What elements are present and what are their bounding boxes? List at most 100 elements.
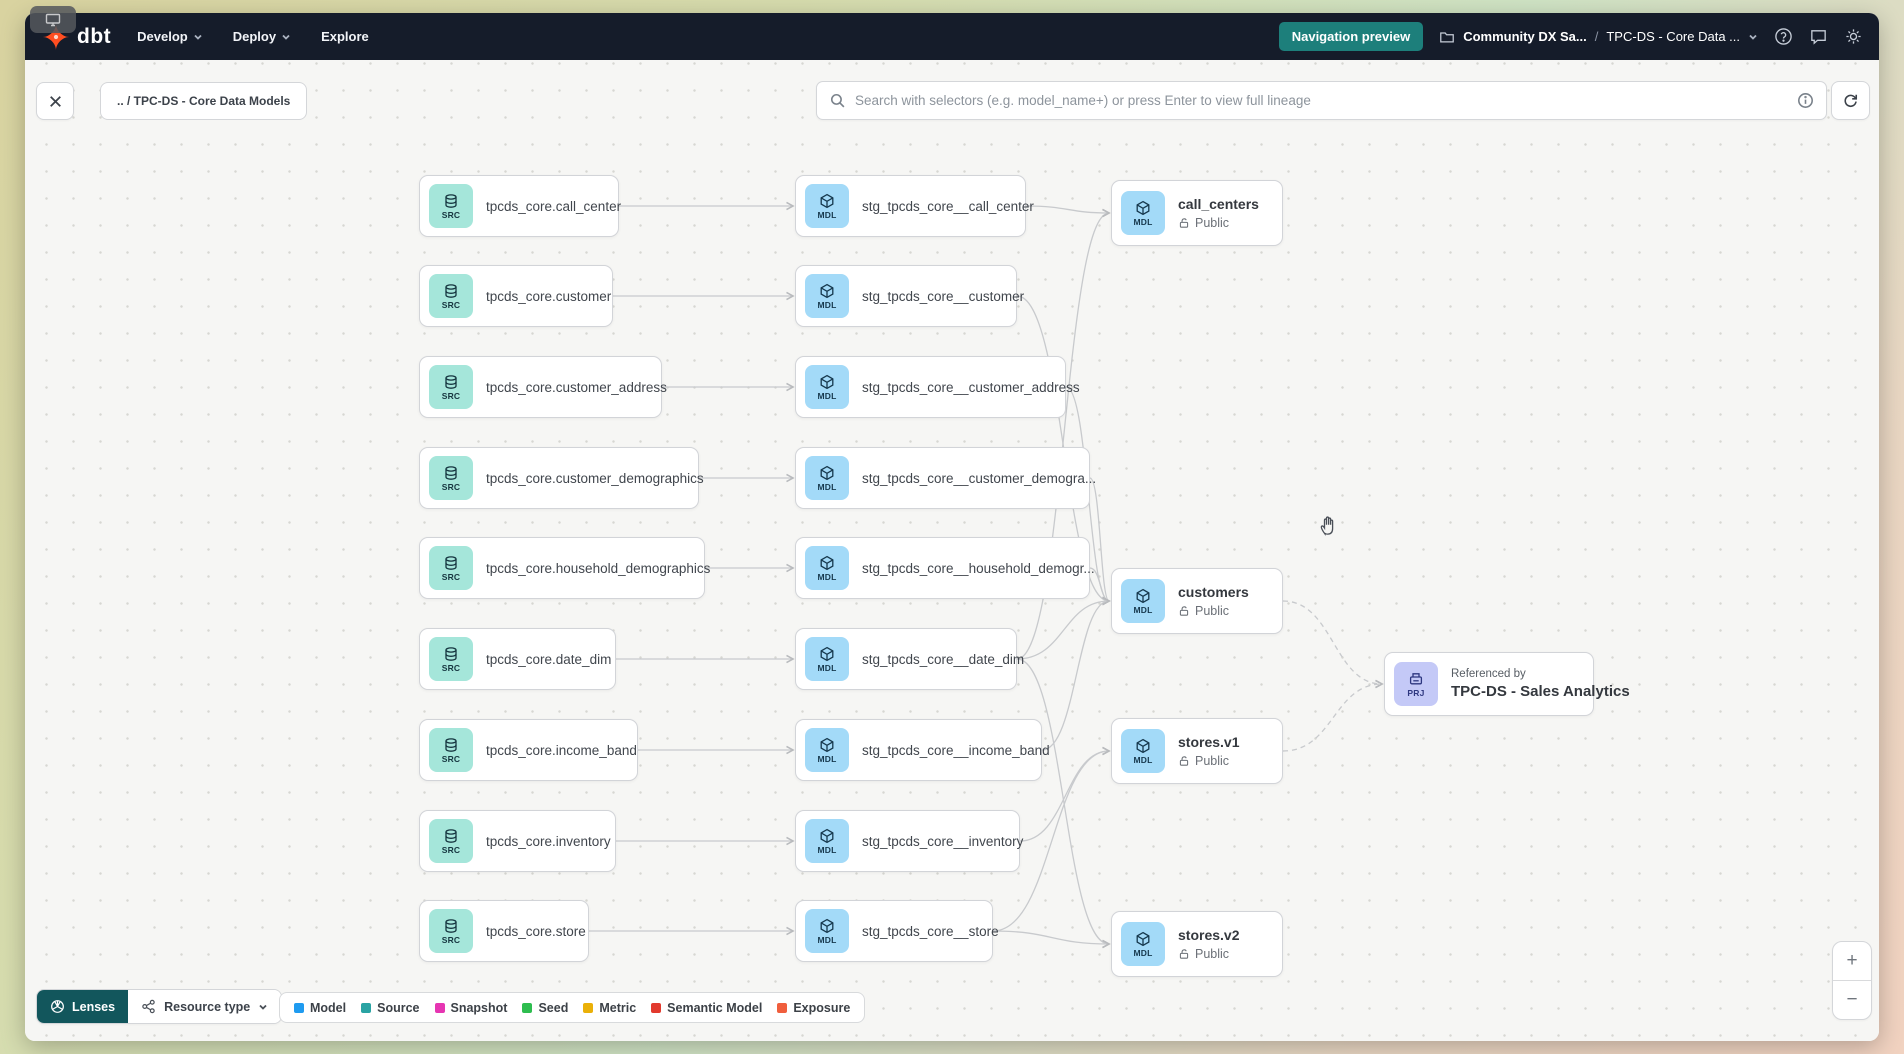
node-label: stores.v2 [1178,927,1240,943]
zoom-out-button[interactable]: − [1846,989,1858,1010]
database-icon [445,374,457,389]
breadcrumb-project[interactable]: Community DX Sa... [1463,29,1587,44]
node-type-tile: MDL [805,274,849,318]
menu-develop-label: Develop [137,29,188,44]
legend-item-source: Source [361,1001,420,1015]
chevron-down-icon [282,34,290,40]
lineage-breadcrumb-pill[interactable]: .. / TPC-DS - Core Data Models [100,82,308,120]
info-icon[interactable] [1797,92,1814,109]
navigation-preview-button[interactable]: Navigation preview [1278,22,1424,51]
node-prelabel: Referenced by [1451,668,1526,680]
resource-type-icon [142,999,155,1014]
lineage-edges [589,201,1384,949]
node-type-tile: MDL [805,184,849,228]
node-type-tile: MDL [805,365,849,409]
screen-share-indicator [30,6,76,33]
dbt-logo-text: dbt [77,24,112,48]
node-type-tile: MDL [805,546,849,590]
node-type-tile: MDL [805,909,849,953]
node-type-tile: MDL [1121,922,1165,966]
legend-item-snapshot: Snapshot [434,1001,507,1015]
close-lineage-button[interactable] [36,82,74,120]
project-breadcrumb[interactable]: Community DX Sa... / TPC-DS - Core Data … [1439,29,1758,45]
lineage-breadcrumb-text: .. / TPC-DS - Core Data Models [117,94,291,108]
model-cube-icon [1136,588,1150,603]
node-label: tpcds_core.call_center [486,198,622,214]
model-cube-icon [820,828,834,843]
public-unlock-icon [1179,606,1189,616]
node-type-tile: SRC [429,365,473,409]
chevron-down-icon[interactable] [1748,32,1758,42]
lenses-button[interactable]: Lenses [37,990,129,1023]
menu-deploy[interactable]: Deploy [233,29,291,44]
model-cube-icon [1136,931,1150,946]
model-cube-icon [1136,738,1150,753]
legend-item-semantic-model: Semantic Model [651,1001,762,1015]
breadcrumb-page[interactable]: TPC-DS - Core Data ... [1606,29,1740,44]
node-type-tile: MDL [805,456,849,500]
database-icon [445,737,457,752]
node-label: tpcds_core.household_demographics [486,560,711,576]
node-type-tile: SRC [429,637,473,681]
model-cube-icon [820,646,834,661]
node-type-tile: MDL [805,819,849,863]
model-cube-icon [820,918,834,933]
node-label: stg_tpcds_core__customer [862,288,1025,304]
lenses-toolbar: Lenses Resource type [36,989,283,1024]
project-icon [1409,672,1423,684]
node-label: stg_tpcds_core__date_dim [862,651,1025,667]
legend-item-metric: Metric [583,1001,636,1015]
menu-develop[interactable]: Develop [137,29,203,44]
menu-explore-label: Explore [321,29,369,44]
graph-node-m_cu[interactable]: MDL stg_tpcds_core__customer [795,265,1024,327]
node-access-badge: Public [1178,216,1259,230]
refresh-lineage-button[interactable] [1831,81,1870,120]
resource-type-dropdown[interactable]: Resource type [128,990,282,1023]
zoom-in-button[interactable]: + [1846,950,1858,971]
lenses-label: Lenses [72,999,116,1014]
node-label: tpcds_core.inventory [486,833,611,849]
node-type-tile: MDL [805,728,849,772]
zoom-divider [1833,980,1871,981]
node-label: tpcds_core.customer_demographics [486,470,704,486]
node-type-tile: MDL [1121,729,1165,773]
lineage-searchbar [816,81,1827,120]
folder-icon [1440,31,1455,43]
close-icon [49,95,61,107]
menu-explore[interactable]: Explore [321,29,369,44]
legend-swatch [651,1002,662,1013]
search-input[interactable] [855,93,1788,108]
gear-icon[interactable] [1844,27,1863,46]
dbt-logo[interactable]: dbt [41,22,111,52]
help-icon[interactable] [1774,27,1793,46]
feedback-icon[interactable] [1809,27,1828,46]
legend-swatch [361,1002,372,1013]
model-cube-icon [820,465,834,480]
node-label: call_centers [1178,196,1259,212]
node-access-badge: Public [1178,604,1249,618]
database-icon [445,465,457,480]
